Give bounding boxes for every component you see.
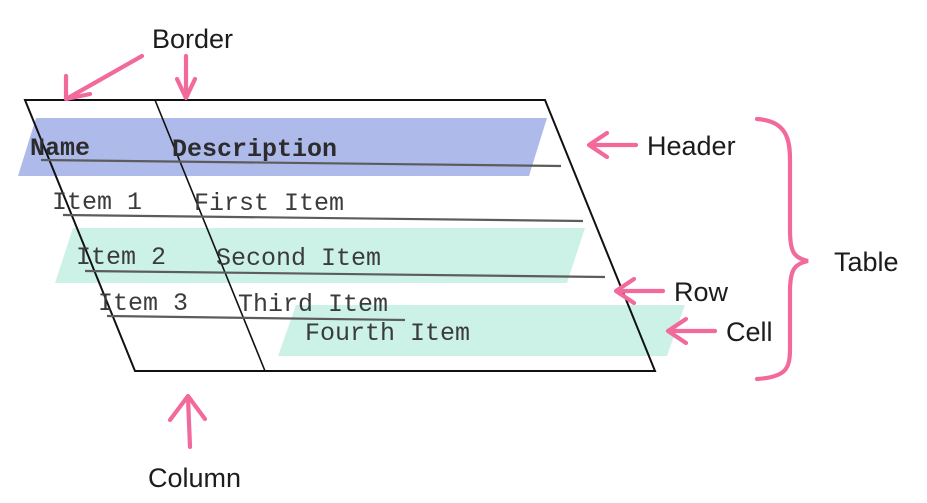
row-arrow-head [613,276,637,306]
annotation-label-row: Row [674,277,729,307]
cell-row1-name: Item 1 [52,188,142,217]
cell-arrow-head [665,316,689,346]
rule-under-header [40,158,562,168]
cell-row1-description: First Item [194,189,344,218]
border-arrow-diagonal [65,53,145,101]
annotation-label-cell: Cell [726,317,773,347]
column-arrow [185,395,193,450]
rule-under-row-1 [62,213,584,223]
border-arrow-vertical-head [174,76,198,101]
cell-row2-description: Second Item [216,244,381,273]
rule-under-row-2 [84,269,606,279]
table-border-outline [23,99,657,372]
cell-highlight-band [278,305,685,356]
cell-row3-description: Third Item [238,290,388,319]
table-brace [754,116,809,382]
annotation-label-table: Table [834,247,899,277]
header-arrow-head [586,130,610,160]
cell-row2-name: Item 2 [76,243,166,272]
column-header-description: Description [172,135,337,164]
annotation-label-column: Column [148,463,241,493]
row-highlight-band [55,228,585,283]
column-header-name: Name [30,134,90,163]
border-arrow-diagonal-head [63,73,93,102]
annotation-label-border: Border [152,24,233,54]
rule-under-row-3 [106,314,406,322]
annotation-label-header: Header [647,131,736,161]
cell-floating-fourth-item: Fourth Item [305,319,470,348]
cell-row3-name: Item 3 [98,289,188,318]
column-arrow-head [167,393,208,423]
column-separator-line [154,99,266,372]
